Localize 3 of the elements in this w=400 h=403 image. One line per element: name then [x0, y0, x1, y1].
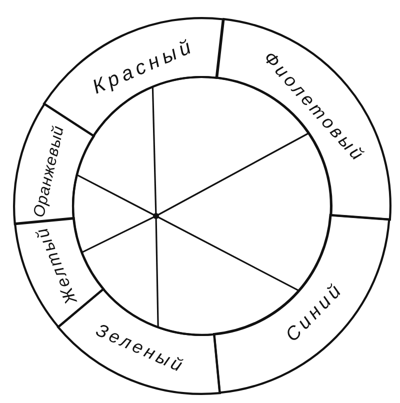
ring-segment: [216, 18, 392, 221]
ring-segment: [12, 102, 95, 225]
ring-segment: [213, 214, 391, 394]
